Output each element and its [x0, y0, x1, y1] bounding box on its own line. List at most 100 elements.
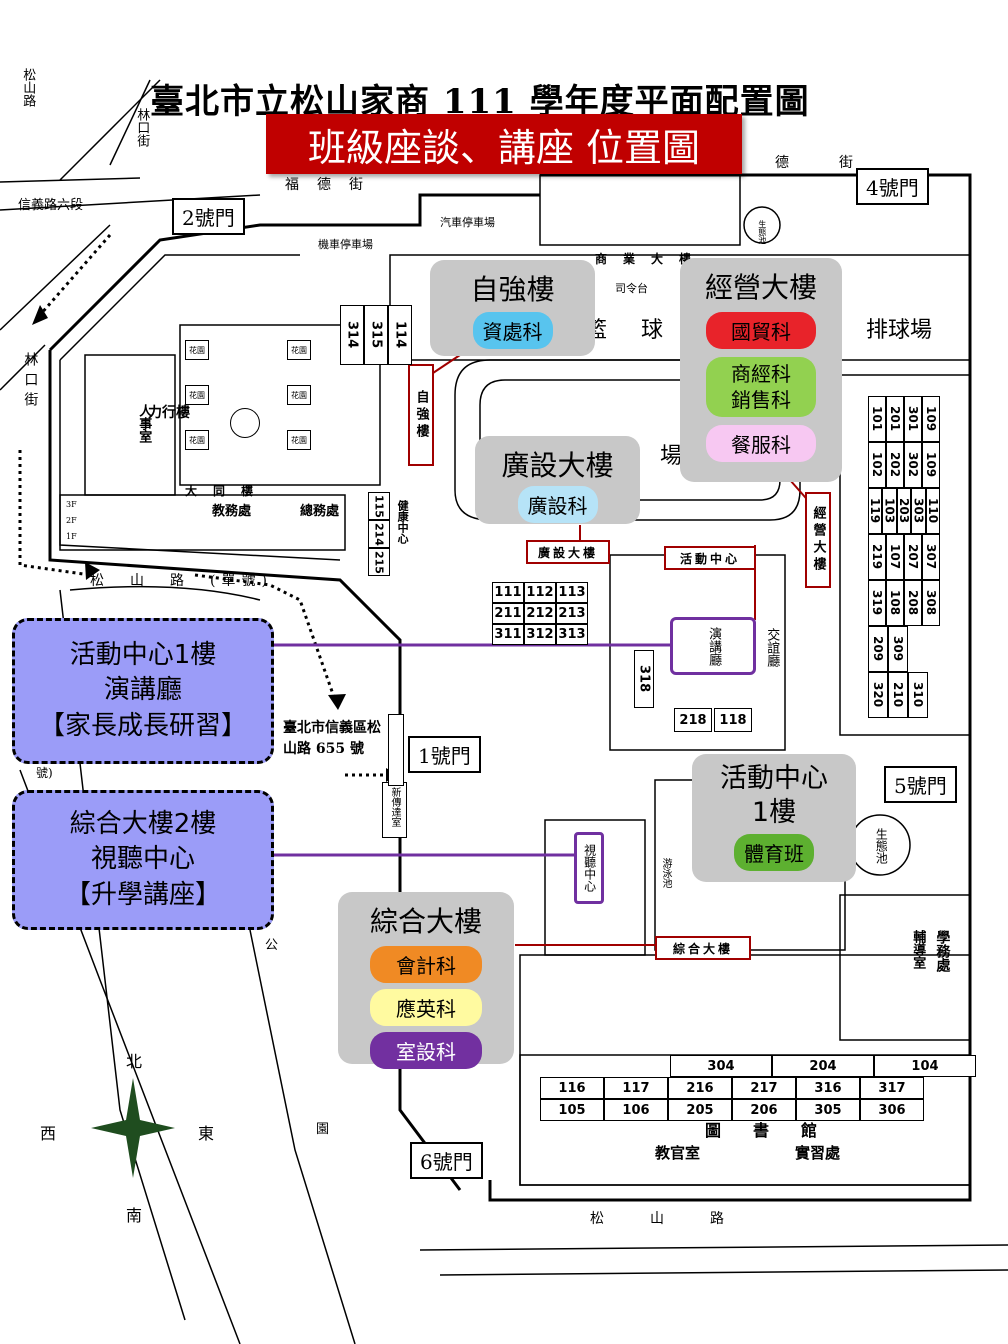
floor-label: 2F: [66, 516, 77, 525]
street-songshan-road-top: 松山路: [20, 68, 36, 107]
counseling-office: 輔導室: [910, 930, 926, 969]
tag-jingying: 經營大樓: [805, 492, 831, 588]
guangshe-room: 311: [492, 624, 524, 645]
floor-label: 1F: [66, 532, 77, 541]
guangshe-room: 313: [556, 624, 588, 645]
zonghe-room: 116: [540, 1077, 604, 1099]
tag-zonghe: 綜合大樓: [655, 936, 751, 960]
zonghe-room: 304: [670, 1055, 772, 1077]
park-label-gong: 公: [265, 938, 279, 953]
jingying-room: 207: [904, 534, 922, 580]
compass-north: 北: [126, 1052, 143, 1071]
ziqiang-room: 115: [368, 492, 390, 520]
event-seminar-line2: 視聽中心: [90, 844, 195, 875]
jingying-room: 307: [922, 534, 940, 580]
lixing-building: 力行樓: [148, 405, 190, 421]
jingying-room: 320: [868, 672, 888, 718]
ziqiang-room: 214: [368, 520, 390, 548]
zonghe-room: 305: [796, 1099, 860, 1121]
huodong-room: 218: [674, 708, 712, 732]
swimming-pool: 游泳池: [660, 858, 671, 888]
callout-ziqiang: 自強樓 資處科: [430, 260, 595, 356]
callout-ziqiang-title: 自強樓: [470, 273, 555, 306]
huodong-room: 118: [714, 708, 752, 732]
jingying-room: 103: [882, 488, 897, 534]
ecology-pond: 生態池: [874, 828, 889, 864]
map-banner: 班級座談、講座 位置圖: [266, 114, 742, 174]
gate-2: 2號門: [172, 198, 245, 235]
jingying-room: 308: [922, 580, 940, 626]
dept-ziqiang: 資處科: [472, 312, 553, 349]
zonghe-room: 206: [732, 1099, 796, 1121]
guangshe-room: 212: [524, 603, 556, 624]
street-fude: 福德街: [285, 177, 381, 193]
event-seminar-line1: 綜合大樓2樓: [69, 809, 217, 840]
dept-guomao: 國貿科: [706, 312, 816, 349]
callout-guangshe-title: 廣設大樓: [501, 449, 614, 482]
library: 圖 書 館: [705, 1121, 826, 1140]
ziqiang-room: 114: [388, 305, 412, 365]
zonghe-room: 317: [860, 1077, 924, 1099]
ziqiang-room: 215: [368, 548, 390, 576]
event-parents-seminar: 活動中心1樓 演講廳 【家長成長研習】: [12, 618, 274, 764]
guangshe-room: 111: [492, 582, 524, 603]
zonghe-room: 216: [668, 1077, 732, 1099]
guangshe-room: 211: [492, 603, 524, 624]
address-fragment: 號): [36, 766, 53, 780]
car-parking: 汽車停車場: [440, 216, 495, 229]
central-fountain: [230, 408, 260, 438]
dept-canfu: 餐服科: [706, 425, 816, 462]
zonghe-room: 217: [732, 1077, 796, 1099]
flowerbed: 花園: [185, 385, 209, 405]
callout-zonghe: 綜合大樓 會計科 應英科 室設科: [338, 892, 514, 1069]
ecology-pond-top: 生態池: [757, 220, 767, 244]
academic-affairs: 教務處: [212, 504, 252, 519]
zonghe-room: 306: [860, 1099, 924, 1121]
tag-guangshe: 廣設大樓: [526, 540, 610, 564]
gate-1-post: [388, 714, 404, 786]
street-xinyi-road: 信義路六段: [18, 198, 84, 213]
guangshe-room: 213: [556, 603, 588, 624]
guangshe-room: 113: [556, 582, 588, 603]
track-field: 場: [660, 444, 683, 469]
compass-east: 東: [198, 1124, 215, 1143]
callout-zonghe-title: 綜合大樓: [369, 905, 482, 938]
callout-guangshe: 廣設大樓 廣設科: [475, 436, 640, 524]
motor-parking: 機車停車場: [318, 238, 373, 251]
jingying-room: 203: [896, 488, 912, 534]
street-linkou-top: 林口街: [134, 108, 150, 147]
street-songshan-bottom: 松 山 路: [590, 1211, 730, 1227]
jingying-room: 109: [922, 442, 940, 488]
datong-building: 大 同 樓: [185, 484, 256, 498]
jingying-room: 201: [886, 396, 904, 442]
event-parents-line1: 活動中心1樓: [69, 640, 217, 671]
general-affairs: 總務處: [300, 504, 340, 519]
callout-huodong-title: 活動中心 1樓: [720, 763, 828, 828]
volleyball-court: 排球場: [866, 318, 933, 343]
zonghe-room: 316: [796, 1077, 860, 1099]
jingying-room: 119: [868, 488, 883, 534]
jingying-room: 310: [908, 672, 928, 718]
dept-kuaiji: 會計科: [370, 946, 482, 983]
compass-south: 南: [126, 1206, 143, 1225]
zonghe-room: 105: [540, 1099, 604, 1121]
gate-4: 4號門: [856, 168, 929, 205]
ziqiang-room: 314: [340, 305, 364, 365]
zonghe-room: 117: [604, 1077, 668, 1099]
jingying-room: 303: [911, 488, 926, 534]
street-songshan-oneway: 松 山 路 (單號): [90, 573, 273, 589]
lounge: 交誼廳: [764, 628, 780, 667]
compass-west: 西: [40, 1124, 57, 1143]
